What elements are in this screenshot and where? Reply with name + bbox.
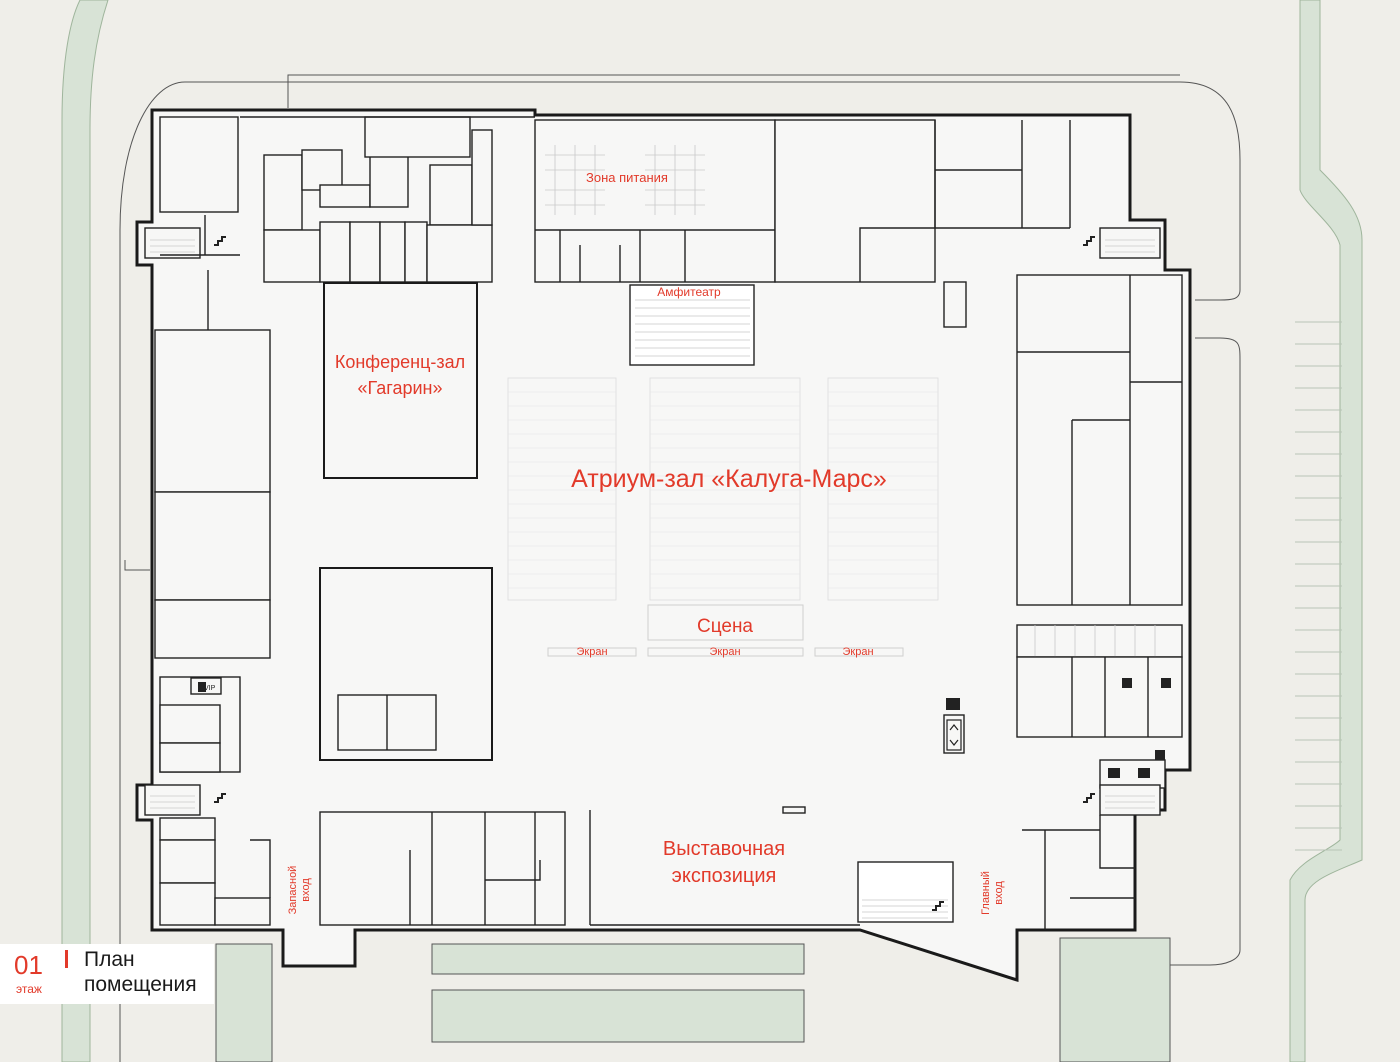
planter-3 xyxy=(215,943,273,1062)
atrium-seating xyxy=(507,377,939,601)
label-screen-left: Экран xyxy=(576,646,607,658)
road-outline xyxy=(119,81,1241,1062)
planter-2 xyxy=(431,989,805,1043)
label-main-entry-line1: Главный xyxy=(980,871,992,915)
stairs-icon xyxy=(214,236,1095,911)
planter-4 xyxy=(1059,937,1171,1062)
label-screen-center: Экран xyxy=(709,646,740,658)
label-vip: VIP xyxy=(204,685,216,692)
label-conference-hall-line1: Конференц-зал xyxy=(335,352,465,372)
central-square-room xyxy=(319,567,493,761)
green-area-right xyxy=(1289,0,1363,1062)
stage xyxy=(647,604,804,641)
amphitheater-seating xyxy=(629,284,755,366)
label-spare-entry-line2: вход xyxy=(300,878,312,902)
legend-title-line1: План xyxy=(84,948,135,971)
green-area-left xyxy=(61,0,109,1062)
interior-walls xyxy=(144,116,1183,930)
label-atrium-hall: Атриум-зал «Калуга-Марс» xyxy=(571,465,887,493)
conference-hall-gagarin xyxy=(323,282,478,479)
label-stage: Сцена xyxy=(697,616,753,637)
restroom-icon xyxy=(198,678,1171,778)
label-main-entry-line2: вход xyxy=(993,881,1005,905)
screen-right xyxy=(814,647,904,657)
floor-unit: этаж xyxy=(16,982,42,996)
parking-lot xyxy=(1295,321,1342,851)
label-exhibition-line1: Выставочная xyxy=(663,838,785,860)
label-exhibition-line2: экспозиция xyxy=(672,865,777,887)
label-screen-right: Экран xyxy=(842,646,873,658)
legend-divider xyxy=(65,950,68,968)
label-conference-hall-line2: «Гагарин» xyxy=(358,378,443,398)
elevator-icon xyxy=(946,698,962,751)
legend-title-line2: помещения xyxy=(84,973,197,996)
main-entry-stairs xyxy=(857,861,954,923)
planter-1 xyxy=(431,943,805,975)
label-food-zone: Зона питания xyxy=(586,170,668,185)
screen-center xyxy=(647,647,804,657)
label-spare-entry-line1: Запасной xyxy=(287,866,299,915)
floor-legend: 01 этаж План помещения xyxy=(0,944,214,1004)
screen-left xyxy=(547,647,637,657)
floor-number: 01 xyxy=(14,950,43,980)
label-amphitheater: Амфитеатр xyxy=(657,285,721,299)
